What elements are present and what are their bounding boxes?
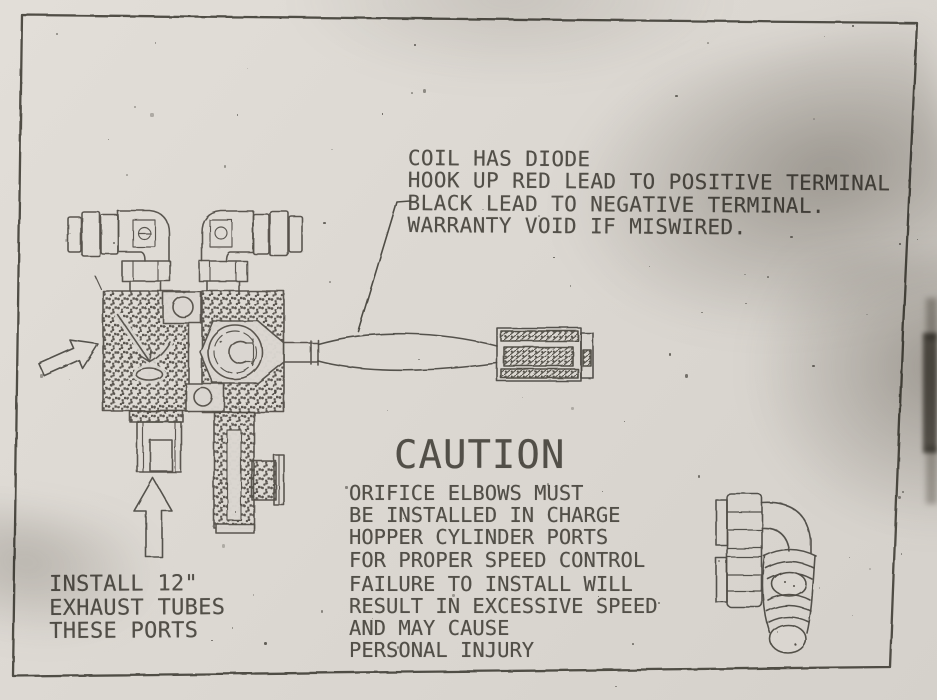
sheet-border: [11, 13, 919, 678]
caution-line: ORIFICE ELBOWS MUST: [349, 481, 584, 505]
install-note-line: INSTALL 12": [48, 571, 199, 597]
coil-wiring-note: COIL HAS DIODE HOOK UP RED LEAD TO POSIT…: [407, 146, 890, 240]
caution-line: AND MAY CAUSE: [349, 616, 510, 641]
cable-connector: [496, 327, 594, 382]
caution-line: RESULT IN EXCESSIVE SPEED: [349, 594, 658, 619]
exhaust-tube-note: INSTALL 12" EXHAUST TUBES THESE PORTS: [48, 571, 226, 645]
right-elbow-fitting: [198, 210, 303, 292]
caution-line: FAILURE TO INSTALL WILL: [349, 571, 633, 596]
left-elbow-fitting: [67, 210, 171, 292]
caution-line: BE INSTALLED IN CHARGE: [349, 503, 621, 528]
pointer-arrow-up: [133, 477, 173, 558]
pointer-arrow-left: [38, 339, 99, 377]
caution-line: FOR PROPER SPEED CONTROL: [349, 547, 646, 572]
caution-line: PERSONAL INJURY: [349, 638, 535, 663]
caution-line: HOPPER CYLINDER PORTS: [349, 525, 609, 550]
valve-body: [94, 275, 319, 413]
install-note-line: THESE PORTS: [49, 618, 199, 645]
coil-note-line: WARRANTY VOID IF MISWIRED.: [407, 213, 747, 240]
valve-assembly-figure: [38, 210, 319, 558]
orifice-elbow-figure: [715, 493, 817, 654]
caution-text: ORIFICE ELBOWS MUST BE INSTALLED IN CHAR…: [349, 482, 658, 662]
caution-heading: CAUTION: [394, 433, 566, 478]
exhaust-ports: [129, 410, 285, 534]
leader-line: [357, 200, 411, 332]
coil-cable: [317, 332, 498, 372]
install-note-line: EXHAUST TUBES: [49, 594, 226, 621]
